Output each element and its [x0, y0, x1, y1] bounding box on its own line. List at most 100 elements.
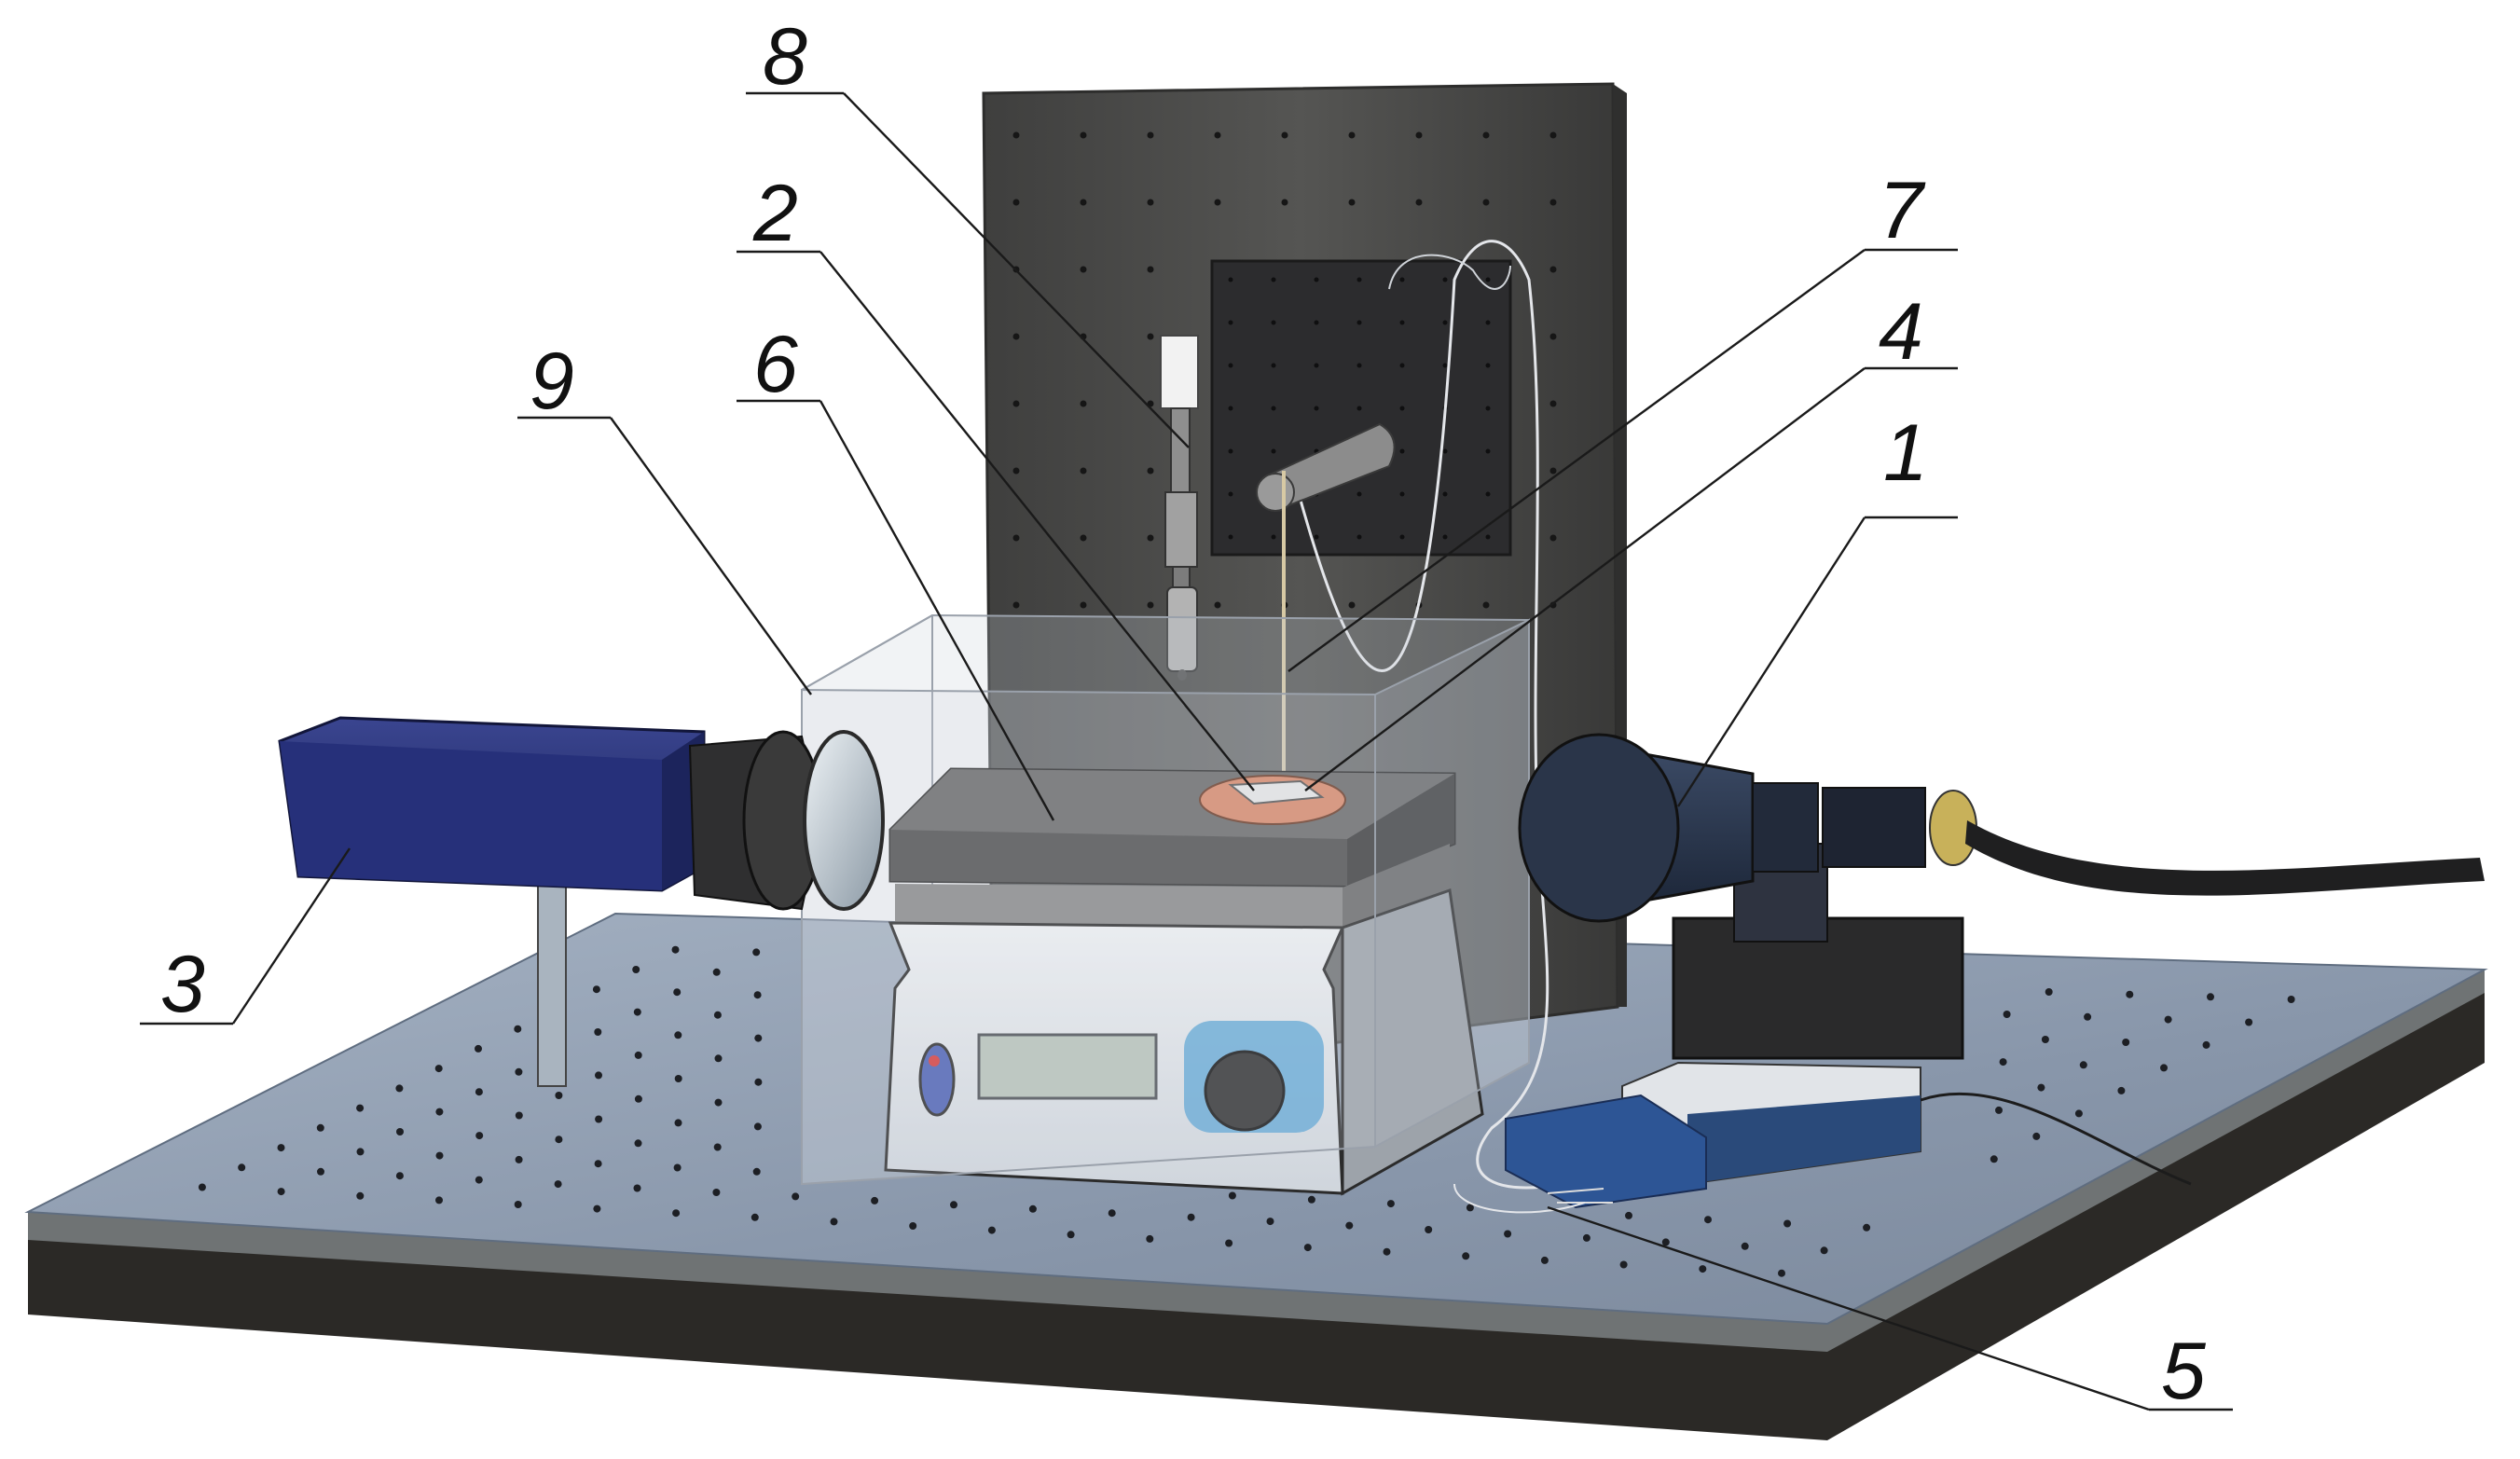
hole	[1462, 1252, 1470, 1260]
hole	[555, 1136, 563, 1144]
hole	[674, 1031, 682, 1039]
power-indicator	[918, 1042, 956, 1117]
thermocouple-wire	[1289, 240, 1586, 1190]
hole	[1356, 363, 1362, 368]
hole	[1549, 333, 1557, 340]
hole	[1147, 601, 1154, 609]
hole	[2287, 996, 2295, 1003]
hole	[1820, 1246, 1828, 1255]
hole	[1356, 406, 1362, 411]
leader-7	[1288, 249, 1866, 672]
hole	[2126, 990, 2134, 998]
hole	[1067, 1231, 1075, 1239]
hole	[713, 1011, 722, 1019]
hole	[1482, 131, 1490, 139]
hole	[2202, 1040, 2210, 1049]
hole	[594, 1028, 602, 1036]
leader-2	[819, 251, 1255, 791]
hole	[1214, 199, 1221, 206]
hole	[1012, 534, 1020, 542]
hole	[1080, 601, 1087, 609]
hole	[2037, 1083, 2045, 1092]
hole	[1147, 333, 1154, 340]
hole	[2245, 1018, 2253, 1026]
label-5: 5	[2161, 1327, 2207, 1416]
hole	[515, 1155, 523, 1163]
leader-4	[1304, 367, 1866, 791]
hole	[1442, 363, 1448, 368]
hole	[1540, 1256, 1549, 1264]
hole	[1225, 1239, 1233, 1247]
hole	[356, 1148, 365, 1156]
hole	[673, 1163, 682, 1172]
hole	[593, 1204, 601, 1213]
hole	[1228, 491, 1233, 497]
hole	[1485, 491, 1491, 497]
hole	[2079, 1061, 2087, 1069]
camera-post	[537, 885, 567, 1087]
hole	[754, 1034, 763, 1042]
hole	[1147, 131, 1154, 139]
hole	[713, 1143, 722, 1151]
hole	[316, 1123, 324, 1132]
hole	[1228, 1191, 1236, 1200]
hole	[673, 988, 682, 997]
hole	[2045, 988, 2053, 996]
callout-labels: 8 2 6 9 7 4 1 3 5	[160, 12, 2207, 1416]
hole	[1080, 199, 1087, 206]
label-9: 9	[530, 337, 574, 426]
hole	[1356, 534, 1362, 540]
label-2: 2	[752, 169, 798, 258]
hole	[871, 1196, 879, 1204]
hole	[987, 1226, 996, 1234]
hole	[1228, 406, 1233, 411]
hole	[1442, 491, 1448, 497]
hole	[632, 966, 640, 973]
hole	[674, 1119, 682, 1127]
hole	[712, 968, 721, 976]
hole	[750, 1213, 759, 1221]
hole	[356, 1104, 365, 1112]
hole	[1080, 266, 1087, 273]
hole	[1281, 199, 1288, 206]
label-3: 3	[160, 940, 205, 1029]
thermal-camera	[278, 716, 885, 1087]
hole	[514, 1025, 522, 1033]
hole	[1307, 1195, 1315, 1204]
leader-1	[1676, 516, 1866, 807]
hole	[1778, 1269, 1785, 1277]
hole	[1080, 467, 1087, 475]
mounting-plate-holes	[1228, 277, 1491, 540]
hole	[277, 1188, 285, 1196]
hole	[592, 985, 600, 994]
hole	[1549, 534, 1557, 542]
hole	[1549, 199, 1557, 206]
hole	[1147, 199, 1154, 206]
hole	[1146, 1234, 1154, 1243]
hole	[1228, 448, 1233, 454]
hole	[434, 1065, 443, 1073]
hole	[1012, 400, 1020, 407]
hole	[595, 1115, 603, 1123]
hole	[1415, 131, 1423, 139]
hole	[1399, 448, 1405, 454]
hole	[1399, 320, 1405, 325]
hole	[1625, 1211, 1632, 1219]
hole	[674, 1075, 682, 1082]
leader-5	[1547, 1205, 2150, 1411]
hole	[672, 1209, 681, 1218]
thermocouple-wire-shadow	[1388, 254, 1511, 290]
hole	[514, 1201, 522, 1208]
leader-8	[843, 92, 1190, 448]
hole	[1485, 448, 1491, 454]
hole	[475, 1088, 483, 1096]
hole	[1442, 320, 1448, 325]
hole	[1187, 1213, 1195, 1221]
hole	[1399, 406, 1405, 411]
hole	[2164, 1015, 2172, 1024]
hole	[1386, 1200, 1395, 1208]
hole	[1699, 1265, 1707, 1273]
hole	[1442, 277, 1448, 282]
hole	[435, 1108, 444, 1116]
